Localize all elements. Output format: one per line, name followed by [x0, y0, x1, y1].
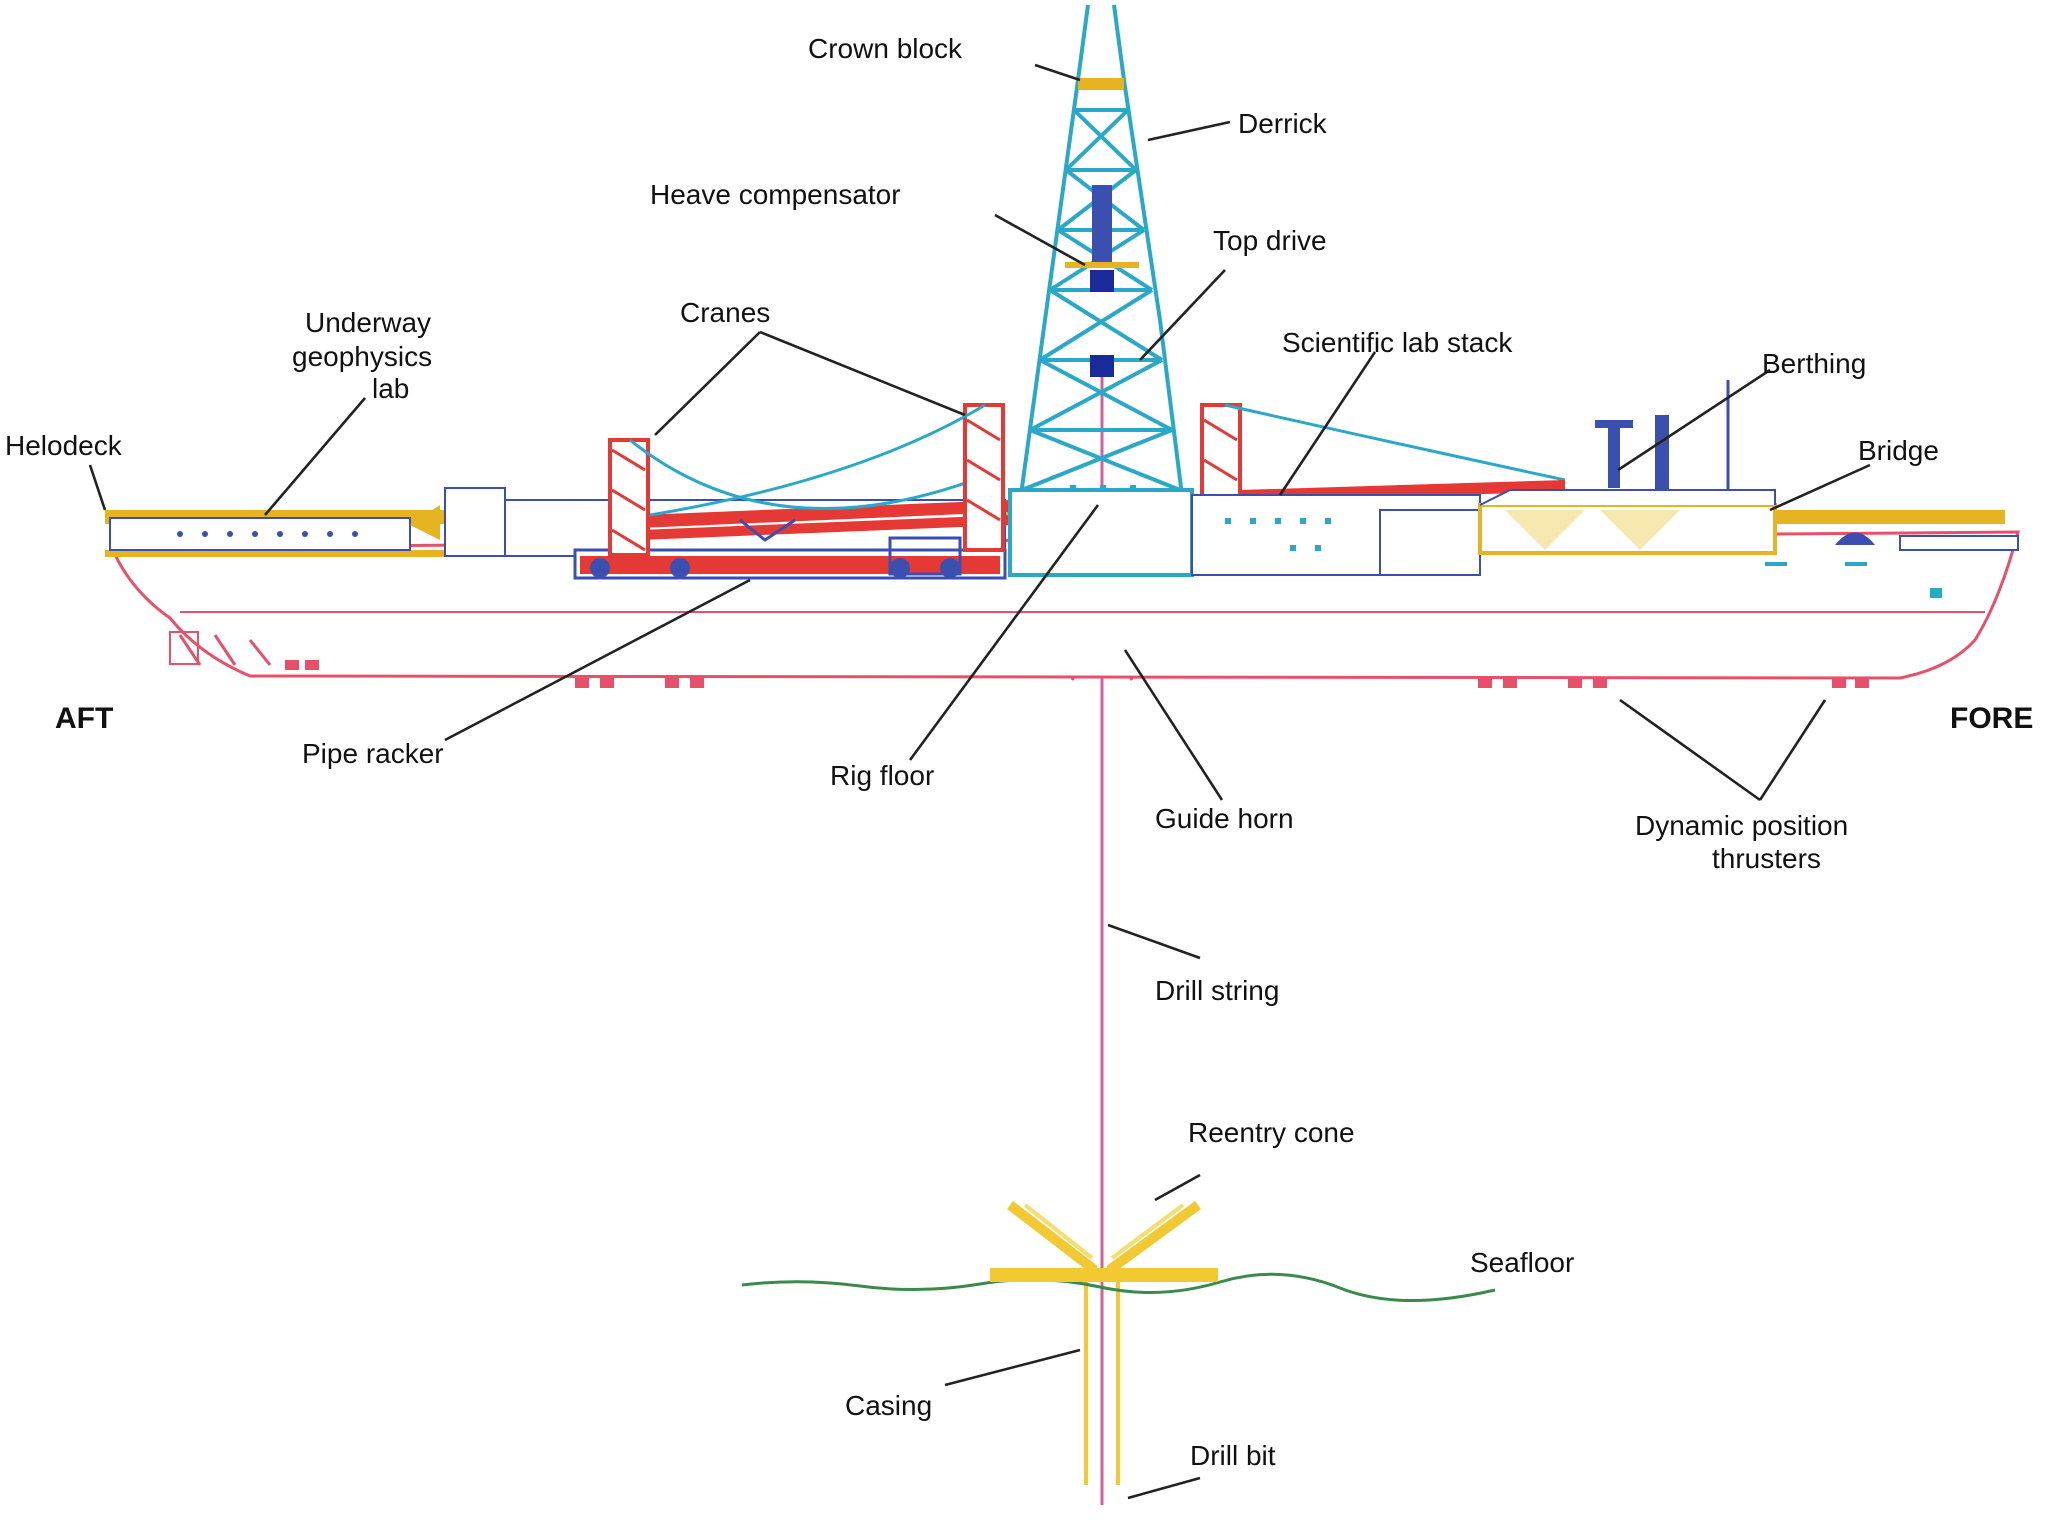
label-underway-3: lab — [372, 373, 409, 404]
label-heave-compensator: Heave compensator — [650, 179, 901, 210]
derrick — [1008, 4, 1194, 577]
label-bridge: Bridge — [1858, 435, 1939, 466]
label-crown-block: Crown block — [808, 33, 963, 64]
leader-lines — [88, 63, 1871, 1500]
label-rig-floor: Rig floor — [830, 760, 934, 791]
reentry-cone — [990, 1200, 1218, 1282]
label-helideck: Helodeck — [5, 430, 123, 461]
label-drill-bit: Drill bit — [1190, 1440, 1276, 1471]
label-scientific-lab-stack: Scientific lab stack — [1282, 327, 1513, 358]
seafloor-line — [741, 1272, 1496, 1303]
crown-block — [1078, 78, 1124, 90]
heave-compensator — [1092, 185, 1112, 265]
label-fore: FORE — [1950, 702, 2033, 735]
label-reentry-cone: Reentry cone — [1188, 1117, 1355, 1148]
crane-mid — [649, 403, 1005, 552]
scientific-lab-stack — [1191, 494, 1481, 576]
label-underway-1: Underway — [305, 307, 431, 338]
label-derrick: Derrick — [1238, 108, 1328, 139]
label-pipe-racker: Pipe racker — [302, 738, 444, 769]
labels: Crown block Derrick Heave compensator To… — [5, 33, 2033, 1471]
label-berthing: Berthing — [1762, 348, 1866, 379]
label-drill-string: Drill string — [1155, 975, 1279, 1006]
label-thrusters-1: Dynamic position — [1635, 810, 1848, 841]
label-cranes: Cranes — [680, 297, 770, 328]
derrick-windows — [1070, 485, 1136, 491]
label-thrusters-2: thrusters — [1712, 843, 1821, 874]
label-top-drive: Top drive — [1213, 225, 1327, 256]
crane-aft — [608, 438, 1001, 557]
label-aft: AFT — [55, 702, 113, 735]
label-guide-horn: Guide horn — [1155, 803, 1294, 834]
heave-bar — [1065, 262, 1139, 268]
pipe-racker — [640, 500, 1010, 542]
label-seafloor: Seafloor — [1470, 1247, 1574, 1278]
top-drive-lower — [1090, 355, 1114, 377]
thrusters — [285, 660, 1869, 688]
label-underway-2: geophysics — [292, 341, 432, 372]
top-drive — [1090, 270, 1114, 292]
label-casing: Casing — [845, 1390, 932, 1421]
